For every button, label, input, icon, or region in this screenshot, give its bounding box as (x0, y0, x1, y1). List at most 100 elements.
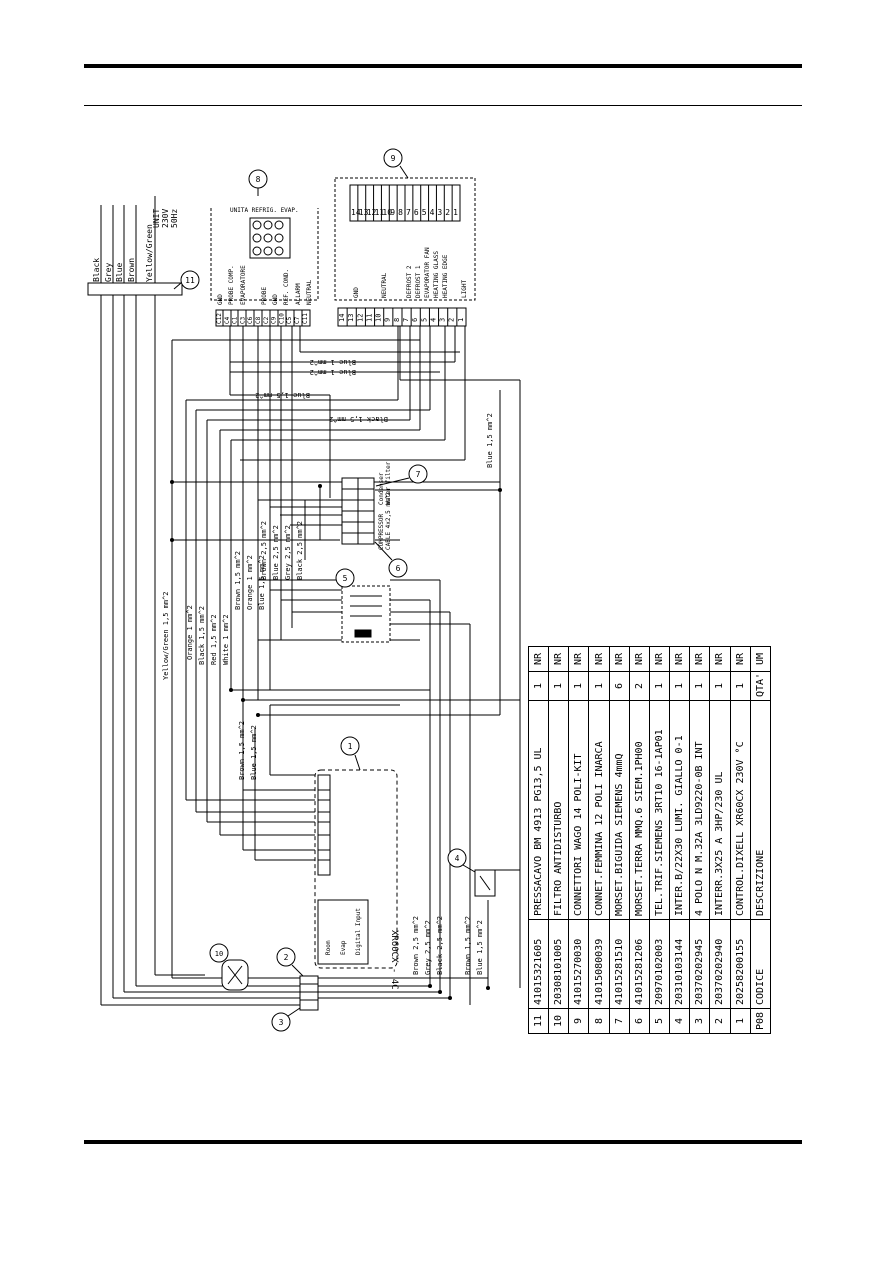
wire-runs (155, 326, 521, 1005)
wl-bottom-brown: Brown 2,5 mm^2 (412, 916, 420, 975)
wl-yellow-green: Yellow/Green 1,5 mm^2 (162, 591, 170, 680)
bom-cell-pos: 9 (568, 1008, 589, 1034)
callout-6: 6 (374, 541, 408, 578)
callout-4: 4 (447, 848, 476, 873)
connector-8-title: UNITA REFRIG. EVAP. (230, 207, 299, 214)
c8-number: C5 (286, 316, 293, 324)
wl-grey-25: Grey 2,5 mm^2 (284, 525, 292, 580)
junction-dots (170, 480, 502, 1000)
bom-cell-desc: INTERR.3X25 A 3HP/230 UL (709, 700, 731, 920)
callout-11: 11 (173, 270, 200, 290)
bom-cell-desc: CONTROL.DIXELL XR60CX 230V °C (730, 700, 751, 920)
c9-number-top: 12 (367, 208, 377, 217)
c8-pin-0: GND (217, 294, 224, 305)
wire-label-blue: Blue (115, 263, 124, 282)
c8-number: C7 (294, 316, 301, 324)
c9-number-top: 5 (422, 208, 427, 217)
bom-cell-pos: 11 (528, 1008, 549, 1034)
bom-cell-code: 20310103144 (669, 919, 690, 1009)
bom-header-desc: DESCRIZIONE (750, 700, 771, 920)
c9-number-top: 11 (375, 208, 385, 217)
bom-cell-code: 41015281206 (629, 919, 650, 1009)
supply-lines (100, 196, 300, 1006)
bom-header-code: CODICE (750, 919, 771, 1009)
header-rule (84, 64, 802, 68)
bom-cell-qty: 1 (548, 671, 569, 701)
bom-cell-um: NR (730, 646, 751, 672)
bom-cell-um: NR (649, 646, 670, 672)
callout-3: 3 (271, 1007, 301, 1032)
bom-cell-desc: PRESSACAVO BM 4913 PG13,5 UL (528, 700, 549, 920)
c9-number-bottom: 11 (365, 314, 373, 322)
contactor-5 (341, 585, 391, 643)
callout-9-label: 9 (391, 154, 396, 163)
wl-blue-25: Blue 2,5 mm^2 (272, 525, 280, 580)
callout-1: 1 (340, 736, 361, 771)
bom-cell-pos: 8 (588, 1008, 610, 1034)
bom-cell-desc: CONNETTORI WAGO 14 POLI-KIT (568, 700, 589, 920)
side-label-50hz: 50Hz (170, 209, 179, 228)
wl-switch-brown: Brown 1,5 mm^2 (464, 916, 472, 975)
callout-8-label: 8 (256, 175, 261, 184)
c8-pin-1: PROBE COMP. (228, 265, 235, 305)
bom-cell-code: 41015281510 (609, 919, 630, 1009)
bom-cell-desc: FILTRO ANTIDISTURBO (548, 700, 569, 920)
callout-2: 2 (276, 947, 304, 977)
c8-pin-7: NEUTRAL (306, 279, 313, 305)
callout-7-label: 7 (416, 470, 421, 479)
bom-cell-um: NR (689, 646, 710, 672)
bom-cell-code: 20370202940 (709, 919, 731, 1009)
wl-bottom-black: Black 2,5 mm^2 (436, 916, 444, 975)
callout-9: 9 (383, 148, 409, 179)
wl-black-15: Black 1,5 mm^2 (198, 606, 206, 665)
callout-4-label: 4 (455, 854, 460, 863)
c9-number-bottom: 4 (429, 318, 437, 322)
c9-number-bottom: 10 (375, 314, 383, 322)
c9-number-top: 14 (351, 208, 361, 217)
terminal-condenser-label: Condenser (378, 472, 385, 505)
bom-cell-qty: 6 (609, 671, 630, 701)
c9-label-neutral: NEUTRAL (381, 272, 388, 298)
bom-cell-qty: 1 (568, 671, 589, 701)
bom-cell-qty: 1 (649, 671, 670, 701)
bom-cell-code: 20370202945 (689, 919, 710, 1009)
c9-number-bottom: 6 (411, 318, 419, 322)
bom-cell-um: NR (588, 646, 610, 672)
terminal-compressor-label: COMPRESSOR (378, 513, 385, 550)
terminal-block-6-7: COMPRESSOR CABLE 4x2,5 mm^2 Condenser Wa… (341, 461, 392, 550)
callout-10-label: 10 (215, 950, 223, 958)
side-label-unit: UNIT (152, 209, 161, 228)
callout-3-label: 3 (279, 1018, 284, 1027)
bom-cell-pos: 4 (669, 1008, 690, 1034)
switch-4 (474, 869, 496, 897)
bom-cell-code: 41015080039 (588, 919, 610, 1009)
wire-label-yellow-green: Yellow/Green (145, 224, 154, 282)
wl-black-25: Black 2,5 mm^2 (296, 521, 304, 580)
bom-cell-pos: 5 (649, 1008, 670, 1034)
bom-cell-pos: 6 (629, 1008, 650, 1034)
bom-header-row: P08 CODICE DESCRIZIONE QTA' UM (750, 646, 771, 1034)
c8-pin-3: PROBE (261, 287, 268, 305)
c9-label-defrost2: DEFROST 2 (406, 265, 413, 298)
bom-cell-qty: 1 (588, 671, 610, 701)
c9-number-top: 4 (430, 208, 435, 217)
c8-number: C8 (255, 316, 262, 324)
wire-label-brown: Brown (127, 258, 136, 282)
bom-cell-qty: 1 (689, 671, 710, 701)
c8-number: C6 (247, 316, 254, 324)
callout-7: 7 (375, 464, 428, 487)
bom-cell-qty: 1 (669, 671, 690, 701)
bom-cell-desc: CONNET.FEMMINA 12 POLI INARCA (588, 700, 610, 920)
bom-cell-um: NR (669, 646, 690, 672)
wl-switch-blue: Blue 1,5 mm^2 (476, 920, 484, 975)
controller-digital-input-label: Digital Input (355, 908, 362, 955)
callout-11-label: 11 (185, 276, 195, 285)
c9-label-evap-fan: EVAPORATOR FAN (424, 247, 431, 298)
wl-brown-15-a: Brown 1,5 mm^2 (234, 551, 242, 610)
c8-pin-6: ALLARM (295, 283, 302, 305)
footer-rule (84, 1140, 802, 1144)
c9-number-bottom: 3 (439, 318, 447, 322)
